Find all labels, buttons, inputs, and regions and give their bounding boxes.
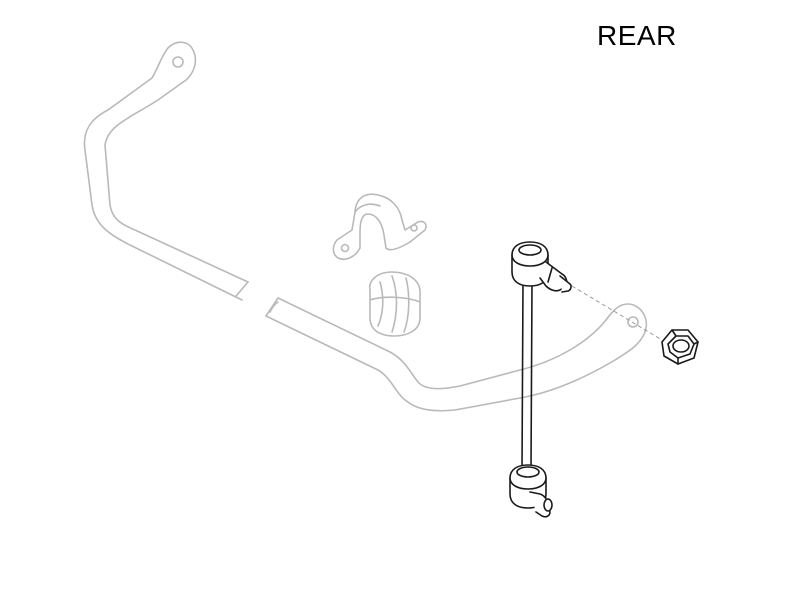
hex-nut [661, 329, 699, 365]
stabilizer-link [509, 241, 572, 518]
bracket [332, 193, 427, 261]
alignment-line [571, 285, 663, 341]
rear-label: REAR [597, 20, 677, 51]
stabilizer-bar-right-section [265, 297, 647, 412]
rubber-mount [368, 271, 421, 337]
stabilizer-bar-left-section [83, 41, 249, 301]
